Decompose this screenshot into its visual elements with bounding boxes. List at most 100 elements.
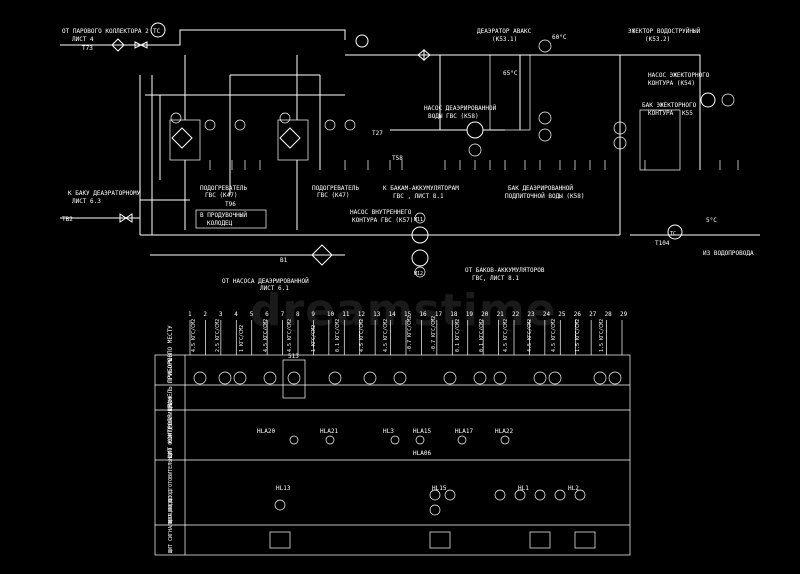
gauge-icon (613, 136, 627, 150)
k55-label: К55 (682, 110, 693, 117)
hla17-tag: HLA17 (455, 428, 473, 435)
column-number: 27 (589, 311, 597, 318)
pump-ejector-sublabel: КОНТУРА (К54) (648, 80, 695, 87)
column-number: 28 (605, 311, 613, 318)
alarm-box (574, 531, 596, 549)
table-symbols: 513 HLA20 HLA21 HLA15 HLA17 HLA22 HLA06 … (193, 353, 622, 549)
column-header: 0.1 КГС/СМ2 (479, 319, 485, 352)
indicator-lamp (429, 504, 441, 516)
column-number: 20 (481, 311, 489, 318)
signal-lamp (325, 435, 335, 445)
from-collector-sheet: ЛИСТ 4 (72, 36, 94, 43)
from-collector-label: ОТ ПАРОВОГО КОЛЛЕКТОРА 2 (62, 28, 149, 35)
t27-label: Т27 (372, 130, 383, 137)
t73-label: Т73 (82, 45, 93, 52)
column-header: 0.1 КГС/СМ2 (335, 319, 341, 352)
column-number: 24 (543, 311, 551, 318)
pump-ejector-label: НАСОС ЭЖЕКТОРНОГО (648, 72, 710, 79)
heater-left-sublabel: ГВС (К47) (205, 192, 238, 199)
pump-internal-icon-1 (411, 226, 429, 244)
hl15-tag: HL15 (432, 485, 447, 492)
row-header-panel: ПАНЕЛЬ ПРИБОРОВ (167, 353, 174, 408)
heater-right-sublabel: ГВС (К47) (317, 192, 350, 199)
gauge-icon (234, 119, 246, 131)
indicator-lamp (429, 489, 441, 501)
instrument-circle (328, 371, 342, 385)
instrument-circle (393, 371, 407, 385)
signal-lamp (415, 435, 425, 445)
column-number: 11 (342, 311, 350, 318)
instrument-circle (493, 371, 507, 385)
to-water-label: ИЗ ВОДОПРОВОДА (703, 250, 754, 257)
instrument-table (154, 354, 631, 556)
gauge-icon (204, 119, 216, 131)
instrument-circle (233, 371, 247, 385)
heater-risers (184, 55, 298, 230)
gauge-icon (355, 34, 369, 48)
gauge-icon (324, 119, 336, 131)
pump-internal-label: НАСОС ВНУТРЕННЕГО (350, 209, 412, 216)
heater-pipes-left (139, 75, 345, 235)
pump-deaerated-sublabel: ВОДЫ ГВС (К58) (428, 113, 479, 120)
from-accumulator-sheet: ГВС, ЛИСТ 8.1 (472, 275, 519, 282)
m12-label: М12 (414, 271, 423, 277)
column-number: 18 (450, 311, 458, 318)
gauge-icon (344, 119, 356, 131)
instrument-circle (593, 371, 607, 385)
alarm-box (529, 531, 551, 549)
from-pump-label: ОТ НАСОСА ДЕАЭРИРОВАННОЙ (222, 278, 309, 285)
instrument-circle (608, 371, 622, 385)
to-well-label: В ПРОДУВОЧНЫЙ (200, 212, 247, 219)
column-number: 26 (574, 311, 582, 318)
column-header: 0.1 КГС/СМ2 (455, 319, 461, 352)
lower-header (140, 234, 620, 256)
hl13-tag: HL13 (276, 485, 291, 492)
gauge-icon (468, 143, 482, 157)
pump-internal-icon-2 (411, 249, 429, 267)
table-frame (154, 354, 631, 556)
ejector-label: ЭЖЕКТОР ВОДОСТРУЙНЫЙ (628, 28, 701, 35)
tb2-label: ТВ2 (62, 216, 73, 223)
column-number: 6 (265, 311, 269, 318)
temperature-controller-icon (150, 22, 166, 38)
alarm-box (269, 531, 291, 549)
column-number: 1 (188, 311, 192, 318)
hla22-tag: HLA22 (495, 428, 513, 435)
to-well-sublabel: КОЛОДЕЦ (207, 220, 233, 227)
valve-icon (423, 48, 431, 62)
column-header: 4.5 КГС/СМ2 (263, 319, 269, 352)
hl1-tag: HL1 (518, 485, 529, 492)
from-accumulator-label: ОТ БАКОВ-АККУМУЛЯТОРОВ (465, 267, 545, 274)
valve-icon (125, 213, 133, 223)
instrument-circle (287, 371, 301, 385)
tank-deaerated-label: БАК ДЕАЭРИРОВАННОЙ (508, 185, 573, 192)
gauge-icon (279, 112, 291, 124)
pump-deaerated-label: НАСОС ДЕАЭРИРОВАННОЙ (424, 105, 497, 112)
heater-left-label: ПОДОГРЕВАТЕЛЬ (200, 185, 247, 192)
column-number: 14 (389, 311, 397, 318)
column-header: 1.5 КГС/СМ2 (575, 319, 581, 352)
indicator-lamp (534, 489, 546, 501)
t96-label: Т96 (225, 201, 236, 208)
s13-tag: 513 (288, 353, 299, 360)
column-header: 1 КГС/СМ2 (239, 325, 245, 352)
to-accumulator-sheet: ГВС , ЛИСТ 8.1 (393, 193, 444, 200)
column-number: 12 (358, 311, 366, 318)
row-header-local: ПРИБОРЫ ПО МЕСТУ (167, 325, 174, 383)
ejector-id: (К53.2) (645, 36, 670, 43)
m11-label: М11 (414, 217, 423, 223)
hl3-tag: HL3 (383, 428, 394, 435)
instrument-circle (193, 371, 207, 385)
indicator-lamp (444, 489, 456, 501)
gauge-icon (538, 128, 552, 142)
gauge-icon (538, 39, 552, 53)
to-deaerator-label: К БАКУ ДЕАЭРАТОРНОМУ (68, 190, 141, 197)
row-header-control: ЩИТ КОНТРОЛЯ ЩК (167, 403, 174, 458)
column-number: 8 (296, 311, 300, 318)
column-number: 5 (250, 311, 254, 318)
blowdown-well-box (195, 209, 267, 229)
instrument-circle (263, 371, 277, 385)
hla06-tag: HLA06 (413, 450, 431, 457)
row-header-water: ЩИТ ВОДОПОДГОТОВИТЕЛЬНОГО ОБОРУДОВАНИЯ Щ… (168, 397, 174, 523)
